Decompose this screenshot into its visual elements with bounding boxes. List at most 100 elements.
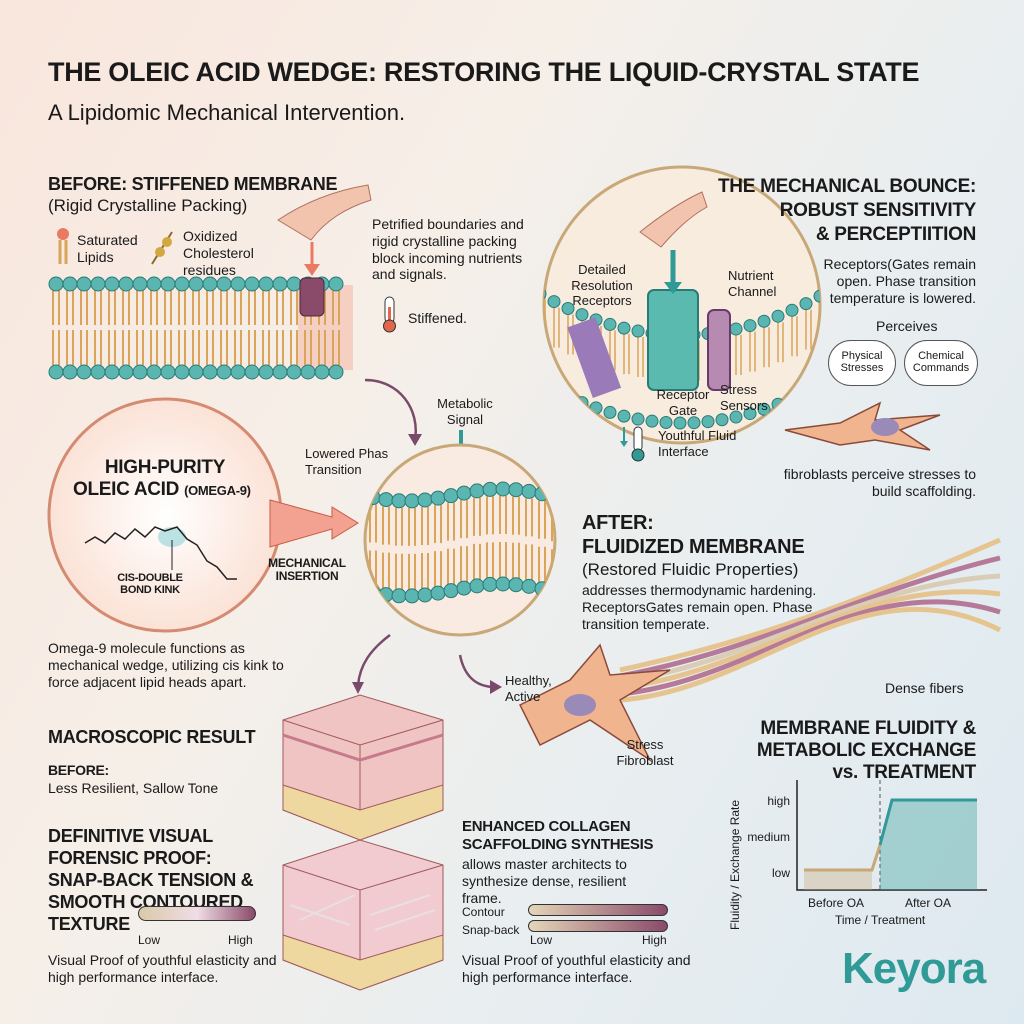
omega-label: (OMEGA-9) <box>184 483 251 498</box>
before-heading: BEFORE: STIFFENED MEMBRANE <box>48 174 338 194</box>
macro-heading: MACROSCOPIC RESULT <box>48 727 256 747</box>
page-subtitle: A Lipidomic Mechanical Intervention. <box>48 100 406 125</box>
lipid-icon <box>57 228 69 264</box>
keyora-logo: Keyora <box>842 944 986 993</box>
bar-high-label: High <box>228 933 253 947</box>
blocked-channel-icon <box>299 277 325 317</box>
collagen-fiber <box>619 599 1001 697</box>
oleic-title-2: OLEIC ACID (OMEGA-9) <box>73 479 251 501</box>
contour-label: Contour <box>462 905 505 919</box>
label-receptor-gate: Receptor Gate <box>656 387 710 418</box>
proof-line: SNAP-BACK TENSION & <box>48 870 254 890</box>
stiffened-label: Stiffened. <box>408 310 467 326</box>
insertion-arrow <box>269 499 359 548</box>
chart-xtick-before: Before OA <box>808 896 865 910</box>
legend-saturated-lipids: Saturated Lipids <box>77 232 138 265</box>
collagen-proof-desc: Visual Proof of youthful elasticity and … <box>462 952 691 985</box>
flow-arrows-down <box>352 634 502 694</box>
fibroblast-icon <box>518 643 671 763</box>
bounce-heading-line: & PERCEPTIITION <box>815 224 976 245</box>
chart-ytick-medium: medium <box>747 830 790 844</box>
after-heading-2: FLUIDIZED MEMBRANE <box>582 536 805 558</box>
cholesterol-icon <box>151 231 173 265</box>
collagen-fibers-illustration <box>518 537 1002 763</box>
collagen-fiber <box>619 555 1001 679</box>
fluid-membrane-circle <box>363 443 557 637</box>
snapback-label: Snap-back <box>462 923 520 937</box>
nutrient-channel-icon <box>707 309 731 391</box>
macro-proof-desc: Visual Proof of youthful elasticity and … <box>48 952 277 985</box>
proof-line: TEXTURE <box>48 914 130 934</box>
page-title: THE OLEIC ACID WEDGE: RESTORING THE LIQU… <box>48 57 920 87</box>
bounce-heading: THE MECHANICAL BOUNCE: ROBUST SENSITIVITY… <box>718 175 976 247</box>
perceives-label: Perceives <box>876 318 938 334</box>
chart-ylabel: Fluidity / Exchange Rate <box>728 799 742 930</box>
before-description: Petrified boundaries and rigid crystalli… <box>372 216 524 283</box>
label-stress-sensors: Stress Sensors <box>720 382 768 413</box>
collagen-fiber <box>619 607 1002 703</box>
after-heading: AFTER: <box>582 512 654 534</box>
hand-icon <box>277 184 372 241</box>
label-youthful-interface: Youthful Fluid Interface <box>658 428 737 459</box>
skin-cross-section-illustration <box>282 694 444 991</box>
thermometer-icon <box>383 296 396 333</box>
macro-before-label: BEFORE: <box>48 762 109 778</box>
area-after <box>880 800 977 890</box>
line-after <box>878 798 977 846</box>
proof-line: DEFINITIVE VISUAL <box>48 826 213 846</box>
cloud-chemical-commands: Chemical Commands <box>904 340 978 386</box>
receptor-gate-icon <box>647 289 699 391</box>
metabolic-signal-label: Metabolic Signal <box>437 396 493 427</box>
bounce-heading-line: ROBUST SENSITIVITY <box>779 200 977 221</box>
healthy-active-label: Healthy, Active <box>505 673 552 704</box>
fluidity-chart <box>796 780 987 891</box>
chart-ytick-high: high <box>767 794 790 808</box>
fibroblast-description: fibroblasts perceive stresses to build s… <box>783 466 976 499</box>
line-before <box>804 844 882 872</box>
before-subheading: (Rigid Crystalline Packing) <box>48 196 248 215</box>
chart-title-line: vs. TREATMENT <box>832 762 976 783</box>
label-nutrient-channel: Nutrient Channel <box>728 268 777 299</box>
hand-icon <box>639 191 708 248</box>
chart-xtick-after: After OA <box>905 896 952 910</box>
label-receptors: Detailed Resolution Receptors <box>571 262 633 309</box>
receptor-icon <box>567 317 622 399</box>
mechanical-insertion-label: MECHANICAL INSERTION <box>268 556 346 584</box>
macro-before-desc: Less Resilient, Sallow Tone <box>48 780 219 796</box>
oleic-name: OLEIC ACID <box>73 479 180 500</box>
collagen-fiber <box>619 589 1001 691</box>
dense-fibers-label: Dense fibers <box>885 680 964 696</box>
collagen-fiber <box>619 537 1001 673</box>
stress-fibroblast-label: Stress Fibroblast <box>616 737 674 768</box>
chart-xlabel: Time / Treatment <box>835 913 926 927</box>
oleic-description: Omega-9 molecule functions as mechanical… <box>48 640 284 690</box>
bounce-heading-line: THE MECHANICAL BOUNCE: <box>718 176 976 197</box>
proof-line: FORENSIC PROOF: <box>48 848 212 868</box>
after-description: addresses thermodynamic hardening. Recep… <box>582 582 817 632</box>
oleic-title: HIGH-PURITY <box>104 457 226 478</box>
contour-bar <box>528 904 668 916</box>
elasticity-gradient-bar <box>138 906 256 921</box>
snapback-bar <box>528 920 668 932</box>
oleic-acid-circle <box>47 397 283 633</box>
area-before <box>804 870 872 890</box>
lowered-phase-label: Lowered Phas Transition <box>305 446 389 477</box>
collagen-fiber <box>619 573 1001 685</box>
chart-axes <box>796 780 987 891</box>
bar-low-label: Low <box>138 933 161 947</box>
collagen-description: allows master architects to synthesize d… <box>462 856 627 906</box>
chart-ytick-low: low <box>771 866 790 880</box>
thermometer-down-icon <box>620 426 645 462</box>
collagen-high-label: High <box>642 933 667 947</box>
legend-oxidized-cholesterol: Oxidized Cholesterol residues <box>183 228 254 278</box>
stiffened-membrane-illustration <box>48 184 372 380</box>
cloud-physical-stresses: Physical Stresses <box>828 340 896 386</box>
cis-kink-label: CIS-DOUBLE BOND KINK <box>117 572 183 597</box>
collagen-heading-line: ENHANCED COLLAGEN <box>462 818 631 835</box>
zoomed-membrane-illustration <box>542 165 822 445</box>
fibroblast-icon <box>784 401 941 451</box>
collagen-heading-line: SCAFFOLDING SYNTHESIS <box>462 836 654 853</box>
flow-arrow <box>364 378 422 446</box>
